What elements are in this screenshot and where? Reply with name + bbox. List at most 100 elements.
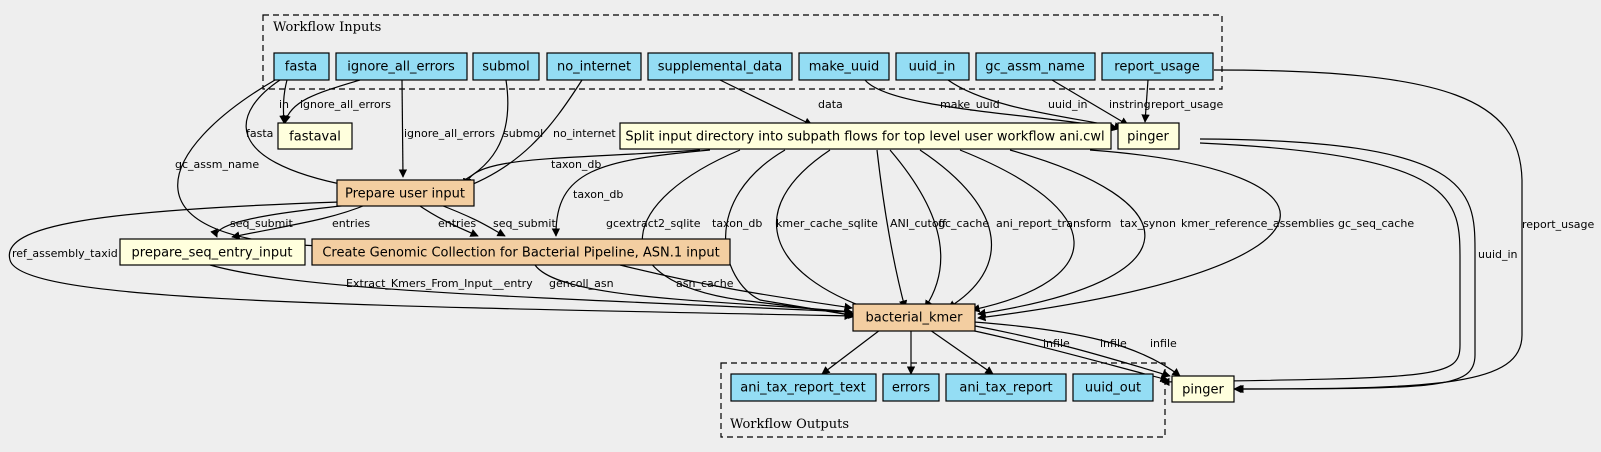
edge-create-kmer-gencoll [534,264,853,316]
node-ani-tax-report-label: ani_tax_report [959,381,1052,396]
edge-split-kmer-ani-cutoff [876,149,908,309]
edge-label-gc-assm-name: gc_assm_name [175,158,259,171]
edge-label-tax-synon: tax_synon [1120,217,1176,230]
edge-ignore-errors-fastaval [282,79,361,124]
node-uuid-out-label: uuid_out [1085,381,1141,396]
process-nodes: fastaval Split input directory into subp… [119,122,1180,332]
edge-label-in: in [279,98,289,111]
edge-kmer-pinger-bottom-1 [969,324,1171,378]
edge-label-ani-report-transform: ani_report_transform [996,217,1111,230]
node-fastaval-label: fastaval [289,130,341,145]
node-make-uuid-label: make_uuid [809,60,880,75]
edge-supplemental-split [719,79,813,126]
edge-label-entries-2: entries [438,217,476,230]
node-pinger-top[interactable]: pinger [1117,122,1180,150]
node-errors-label: errors [892,381,930,396]
edge-label-gcextract2-sqlite: gcextract2_sqlite [606,217,701,230]
edge-create-kmer-asn-cache [619,264,853,312]
edge-ignore-errors-prepare [398,79,408,178]
edge-label-gc-cache: gc_cache [938,217,989,230]
node-gc-assm-name[interactable]: gc_assm_name [975,52,1096,81]
node-no-internet[interactable]: no_internet [546,52,642,81]
node-pinger-bottom[interactable]: pinger [1171,375,1235,403]
node-ignore-all-errors[interactable]: ignore_all_errors [335,52,468,81]
node-ani-tax-report-text[interactable]: ani_tax_report_text [730,373,877,402]
input-nodes: fasta ignore_all_errors submol no_intern… [273,52,1214,81]
edge-label-uuid-in: uuid_in [1048,98,1088,111]
node-no-internet-label: no_internet [557,60,631,75]
edge-label-infile-1: infile [1043,337,1070,350]
node-pinger-top-label: pinger [1127,130,1169,145]
node-make-uuid[interactable]: make_uuid [798,52,890,81]
node-create-genomic-collection[interactable]: Create Genomic Collection for Bacterial … [311,238,731,266]
edge-prepare-seq-entry-2 [231,203,369,240]
edge-split-kmer-gc-seq [977,149,1281,322]
edge-uuid-in-pinger-bottom [1199,138,1476,394]
edge-label-ani-cutoff: ANI_cutoff [890,217,947,230]
node-bacterial-kmer[interactable]: bacterial_kmer [852,303,976,332]
edge-split-kmer-kmer-cache [775,149,873,312]
node-prepare-user-input[interactable]: Prepare user input [336,179,475,207]
edge-label-fasta: fasta [246,127,273,140]
output-nodes: ani_tax_report_text errors ani_tax_repor… [730,373,1235,403]
node-prepare-user-input-label: Prepare user input [345,187,465,202]
edge-label-gc-seq-cache: gc_seq_cache [1338,217,1414,230]
edge-label-instring: instring [1109,98,1151,111]
node-ignore-all-errors-label: ignore_all_errors [347,60,455,75]
edge-kmer-ani-tax-report [929,329,994,375]
edge-split-kmer-gcextract [641,149,855,319]
edge-kmer-pinger-bottom-2 [973,321,1181,377]
edge-split-kmer-ani-report [919,149,993,309]
edge-split-prepare [462,149,701,187]
edge-prepare-create-entries [416,203,479,237]
edge-label-extract-kmers: Extract_Kmers_From_Input__entry [346,277,533,290]
edge-label-ignore-all-errors-prepare: ignore_all_errors [404,127,495,140]
node-uuid-in-label: uuid_in [909,60,956,75]
edge-label-make-uuid: make_uuid [940,98,1000,111]
node-report-usage[interactable]: report_usage [1101,52,1214,81]
edge-label-report-usage-right: report_usage [1522,218,1595,231]
node-errors[interactable]: errors [882,373,940,402]
edge-label-ref-assembly-taxid: ref_assembly_taxid [12,247,118,260]
node-supplemental-data-label: supplemental_data [658,60,782,75]
node-gc-assm-name-label: gc_assm_name [985,60,1084,75]
edge-label-asn-cache: asn_cache [676,277,734,290]
edge-prepare-create-seq-submit [437,203,506,237]
edge-split-kmer-kmer-ref [977,149,1146,318]
node-supplemental-data[interactable]: supplemental_data [647,52,793,81]
edge-label-submol: submol [503,127,543,140]
node-split-label: Split input directory into subpath flows… [625,130,1104,145]
node-prepare-seq-entry-input[interactable]: prepare_seq_entry_input [119,238,306,266]
edge-seq-entry-kmer [209,264,853,316]
edge-split-create [551,149,711,237]
edge-label-kmer-cache-sqlite: kmer_cache_sqlite [776,217,878,230]
edge-label-taxon-db-create: taxon_db [573,188,623,201]
node-ani-tax-report[interactable]: ani_tax_report [945,373,1067,402]
edge-labels: in ignore_all_errors fasta ignore_all_er… [12,98,1595,350]
edge-no-internet-prepare [457,79,583,192]
node-ani-tax-report-text-label: ani_tax_report_text [740,381,865,396]
node-submol-label: submol [482,60,530,75]
node-create-genomic-collection-label: Create Genomic Collection for Bacterial … [322,246,719,261]
edge-report-usage-pinger-top [1141,79,1150,123]
edge-label-uuid-in-right: uuid_in [1478,248,1518,261]
edge-label-infile-2: infile [1100,337,1127,350]
edge-report-usage-pinger-bottom [1213,69,1523,394]
edge-kmer-ani-tax-report-text [821,329,881,375]
node-fastaval[interactable]: fastaval [277,122,353,150]
edge-fasta-prepare [245,79,351,189]
edge-label-taxon-db-kmer: taxon_db [712,217,762,230]
workflow-inputs-cluster: Workflow Inputs [262,14,1223,90]
workflow-inputs-title: Workflow Inputs [273,20,381,35]
node-fasta[interactable]: fasta [273,52,330,81]
edge-label-no-internet: no_internet [553,127,616,140]
edge-label-kmer-reference-assemblies: kmer_reference_assemblies [1181,217,1334,230]
node-uuid-out[interactable]: uuid_out [1072,373,1154,402]
node-split[interactable]: Split input directory into subpath flows… [619,122,1112,150]
node-submol[interactable]: submol [472,52,540,81]
node-uuid-in[interactable]: uuid_in [895,52,970,81]
edge-label-seq-submit-1: seq_submit [230,217,293,230]
edge-pinger-top-uuid-out [1161,142,1461,387]
node-pinger-bottom-label: pinger [1182,383,1224,398]
